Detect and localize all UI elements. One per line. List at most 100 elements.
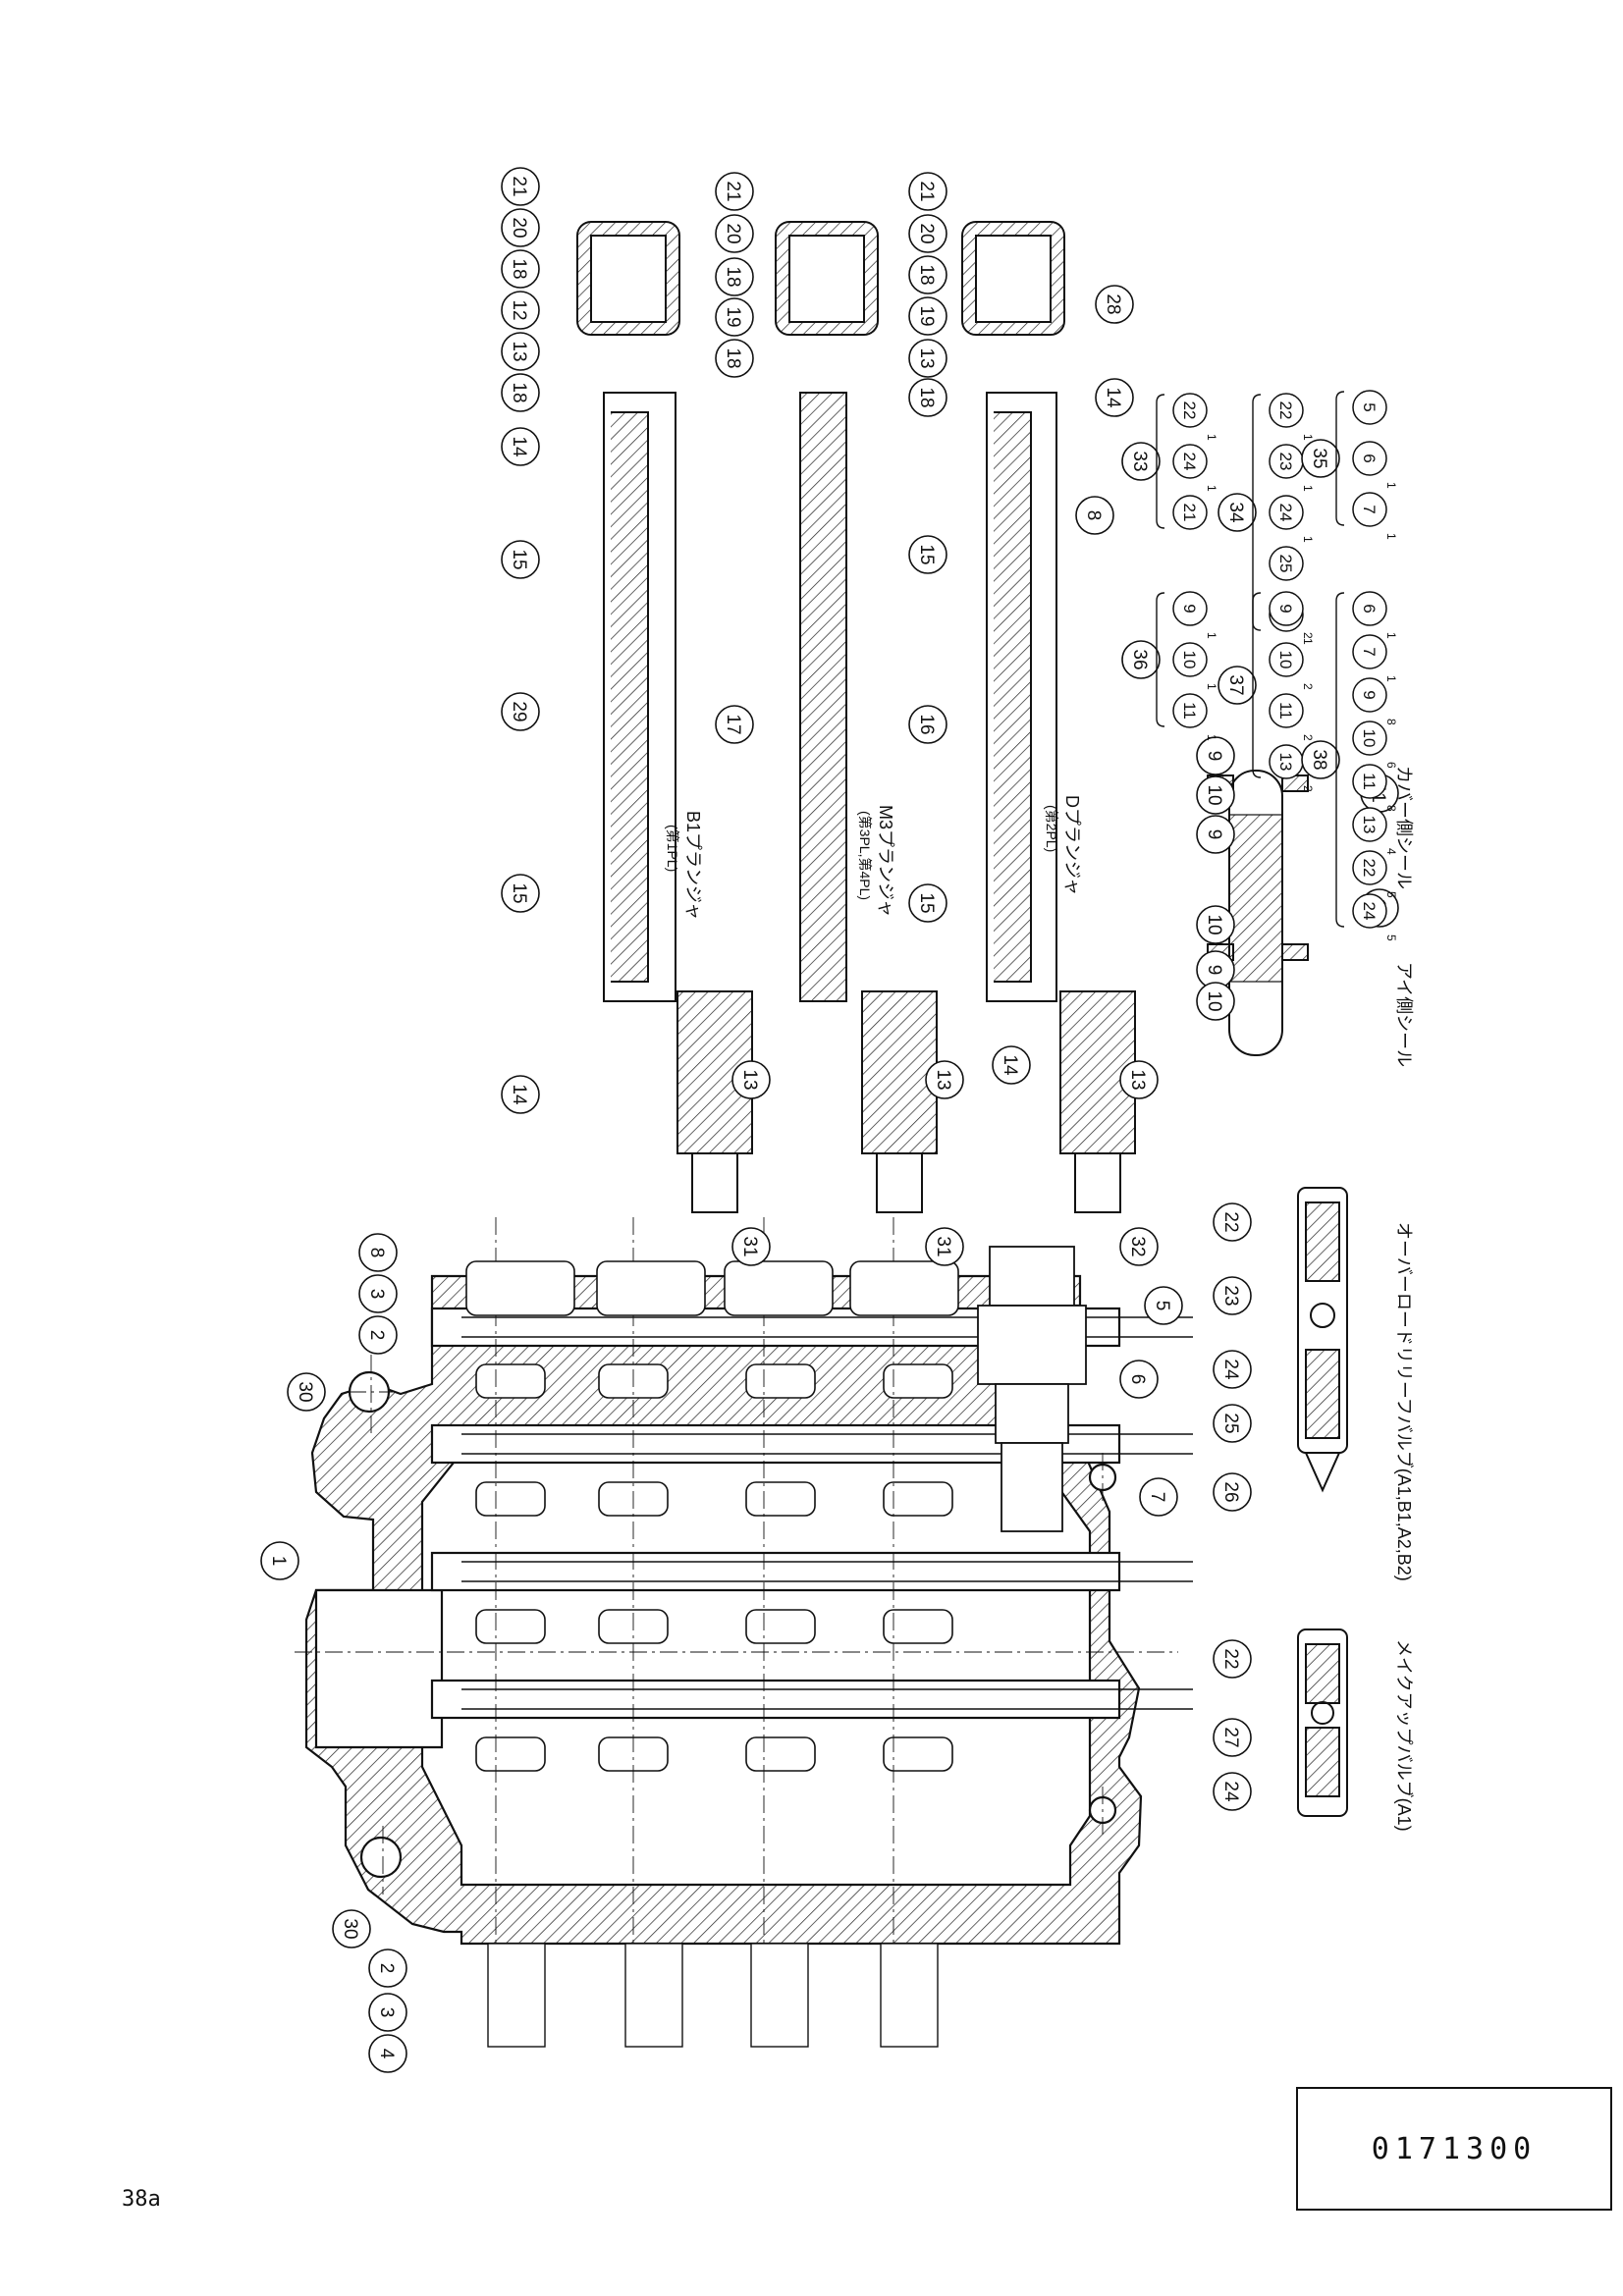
svg-text:37: 37 [1225, 674, 1246, 695]
svg-text:8: 8 [366, 1248, 387, 1258]
callout-20: 20 [715, 214, 754, 253]
svg-text:6: 6 [1360, 604, 1379, 613]
svg-text:26: 26 [1220, 1481, 1241, 1502]
svg-text:4: 4 [376, 2049, 397, 2059]
svg-text:20: 20 [509, 217, 529, 238]
callout-26: 26 [1213, 1472, 1252, 1512]
svg-text:22: 22 [1180, 401, 1199, 420]
callout-layer: 1238305673023421201812131814152915141331… [260, 167, 1399, 2073]
svg-text:18: 18 [723, 266, 743, 287]
svg-text:9: 9 [1204, 965, 1224, 976]
svg-text:24: 24 [1180, 453, 1199, 471]
svg-text:21: 21 [916, 181, 937, 201]
svg-text:8: 8 [1083, 510, 1104, 521]
callout-23: 23 [1213, 1276, 1252, 1315]
callout-19: 19 [908, 296, 947, 336]
spool2-name-label: M3プランジャ [876, 805, 895, 917]
relief-valve-drawing [1297, 1187, 1348, 1493]
callout-3: 3 [358, 1274, 398, 1313]
svg-text:24: 24 [1220, 1781, 1241, 1802]
callout-18: 18 [715, 257, 754, 296]
svg-text:20: 20 [723, 223, 743, 243]
svg-text:8: 8 [1384, 805, 1398, 812]
svg-text:2: 2 [366, 1330, 387, 1341]
page-number: 38a [122, 2187, 161, 2212]
svg-text:10: 10 [1180, 651, 1199, 669]
callout-1: 1 [260, 1541, 299, 1580]
callout-21: 21 [715, 172, 754, 211]
svg-text:13: 13 [916, 347, 937, 368]
callout-29: 29 [501, 692, 540, 731]
svg-text:25: 25 [1276, 555, 1295, 573]
svg-text:7: 7 [1147, 1492, 1167, 1503]
svg-text:13: 13 [1276, 753, 1295, 772]
svg-text:28: 28 [1103, 294, 1123, 314]
svg-text:10: 10 [1360, 729, 1379, 748]
svg-text:14: 14 [1000, 1054, 1020, 1076]
callout-10: 10 [1196, 905, 1235, 944]
svg-text:25: 25 [1220, 1413, 1241, 1433]
svg-text:15: 15 [509, 549, 529, 569]
callout-20: 20 [908, 214, 947, 253]
svg-text:10: 10 [1204, 914, 1224, 934]
callout-22: 22 [1213, 1639, 1252, 1679]
callout-13: 13 [908, 339, 947, 378]
callout-21: 21 [908, 172, 947, 211]
svg-text:14: 14 [1103, 387, 1123, 408]
text-labels: B1プランジャ (第1PL) M3プランジャ (第3PL,第4PL) Dプランジ… [665, 766, 1415, 1832]
spool1-sub-label: (第1PL) [665, 825, 680, 872]
svg-text:24: 24 [1360, 902, 1379, 921]
svg-text:10: 10 [1204, 784, 1224, 805]
callout-8: 8 [1075, 496, 1114, 535]
svg-text:30: 30 [340, 1918, 360, 1939]
svg-text:36: 36 [1129, 649, 1150, 669]
callout-13: 13 [1119, 1060, 1159, 1099]
svg-text:5: 5 [1384, 891, 1398, 898]
callout-22: 22 [1213, 1202, 1252, 1242]
svg-text:6: 6 [1127, 1374, 1148, 1385]
callout-2: 2 [368, 1949, 407, 1988]
svg-text:10: 10 [1276, 651, 1295, 669]
svg-text:1: 1 [1301, 434, 1315, 441]
callout-9: 9 [1196, 815, 1235, 854]
svg-text:34: 34 [1225, 502, 1246, 523]
svg-text:2: 2 [376, 1963, 397, 1974]
svg-text:21: 21 [723, 181, 743, 201]
seal-detail-drawing [1207, 770, 1309, 1056]
svg-text:24: 24 [1220, 1359, 1241, 1380]
callout-30: 30 [287, 1372, 326, 1412]
svg-text:13: 13 [1127, 1069, 1148, 1090]
svg-text:14: 14 [509, 1084, 529, 1105]
svg-text:13: 13 [739, 1069, 760, 1090]
kit-list-layer: 3322124121342212312412526135561713691101… [1121, 390, 1398, 941]
svg-text:1: 1 [1301, 485, 1315, 492]
callout-4: 4 [368, 2034, 407, 2073]
svg-text:33: 33 [1129, 451, 1150, 471]
svg-text:9: 9 [1360, 690, 1379, 699]
svg-text:31: 31 [933, 1236, 953, 1256]
callout-15: 15 [501, 540, 540, 579]
seal-cover-side-label: カバー側シール [1394, 766, 1414, 889]
svg-text:22: 22 [1276, 401, 1295, 420]
callout-12: 12 [501, 291, 540, 330]
callout-27: 27 [1213, 1718, 1252, 1757]
svg-text:7: 7 [1360, 647, 1379, 656]
callout-13: 13 [925, 1060, 964, 1099]
relief-name-label: オーバーロードリリーフバルブ(A1,B1,A2,B2) [1394, 1222, 1415, 1581]
svg-text:17: 17 [723, 714, 743, 734]
svg-text:27: 27 [1220, 1727, 1241, 1747]
callout-7: 7 [1139, 1477, 1178, 1517]
svg-text:1: 1 [1384, 675, 1398, 682]
svg-text:32: 32 [1127, 1236, 1148, 1256]
svg-text:3: 3 [376, 2007, 397, 2018]
callout-31: 31 [731, 1227, 771, 1266]
svg-text:6: 6 [1360, 454, 1379, 462]
callout-17: 17 [715, 705, 754, 744]
callout-15: 15 [908, 535, 947, 574]
svg-text:20: 20 [916, 223, 937, 243]
callout-13: 13 [731, 1060, 771, 1099]
